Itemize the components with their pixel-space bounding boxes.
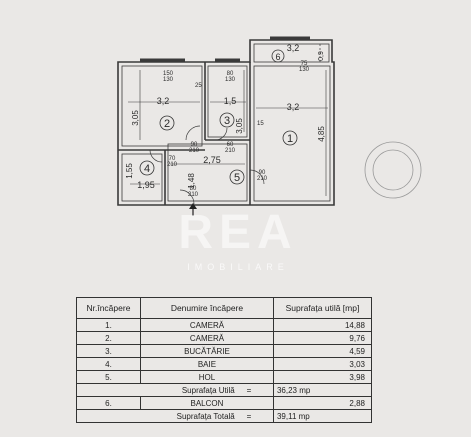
table-row: 3. BUCĂTĂRIE 4,59 bbox=[76, 344, 373, 358]
table-row: 5. HOL 3,98 bbox=[76, 370, 373, 384]
balcony-area: 2,88 bbox=[272, 396, 373, 410]
outer-wall bbox=[117, 39, 335, 206]
total-area-label-cell: Suprafața Totală = bbox=[76, 409, 274, 423]
dim-room3-width: 1,5 bbox=[224, 96, 237, 106]
floor-plan: 2 3 1 4 5 6 3,2 3,2 1,5 3,2 2,75 1,95 3,… bbox=[117, 36, 422, 216]
room-4-outline bbox=[121, 153, 163, 202]
balcony-name: BALCON bbox=[139, 396, 274, 410]
table-row: 4. BAIE 3,03 bbox=[76, 357, 373, 371]
row-name: BUCĂTĂRIE bbox=[139, 344, 274, 358]
balcony-nr: 6. bbox=[76, 396, 141, 410]
room-number-4: 4 bbox=[144, 163, 150, 175]
dim-balcony-width: 3,2 bbox=[287, 43, 300, 53]
room-1-outline bbox=[253, 65, 331, 202]
entrance-arrow-icon bbox=[189, 203, 197, 216]
room-number-6: 6 bbox=[275, 52, 280, 62]
row-nr: 5. bbox=[76, 370, 141, 384]
dim-room4-height: 1,55 bbox=[125, 163, 134, 179]
stamp bbox=[364, 141, 422, 199]
row-nr: 3. bbox=[76, 344, 141, 358]
rooms-table: Nr.încăpere Denumire încăpere Suprafața … bbox=[76, 297, 373, 423]
row-name: HOL bbox=[139, 370, 274, 384]
dim-room1-height: 4,85 bbox=[317, 126, 326, 142]
room-3-outline bbox=[207, 65, 248, 138]
util-area-row: Suprafața Utilă = 36,23 mp bbox=[76, 383, 373, 397]
room-6-outline bbox=[253, 43, 330, 63]
row-name: BAIE bbox=[139, 357, 274, 371]
room-number-5: 5 bbox=[234, 172, 240, 184]
room-number-1: 1 bbox=[287, 133, 293, 145]
util-area-eq: = bbox=[246, 385, 252, 395]
row-area: 3,03 bbox=[272, 357, 373, 371]
row-name: CAMERĂ bbox=[139, 331, 274, 345]
row-area: 9,76 bbox=[272, 331, 373, 345]
room-2-outline bbox=[121, 65, 203, 147]
watermark-subtitle: IMOBILIARE bbox=[187, 262, 289, 272]
table-header-row: Nr.încăpere Denumire încăpere Suprafața … bbox=[76, 297, 373, 319]
row-area: 4,59 bbox=[272, 344, 373, 358]
total-area-label: Suprafața Totală bbox=[176, 411, 235, 421]
dim-room2-height: 3,05 bbox=[131, 110, 140, 126]
total-area-eq: = bbox=[246, 411, 252, 421]
room-number-2: 2 bbox=[164, 118, 170, 130]
row-nr: 1. bbox=[76, 318, 141, 332]
dim-balcony-depth: 0,9 bbox=[318, 51, 325, 61]
header-area: Suprafața utilă [mp] bbox=[272, 297, 373, 319]
dim-room2-width: 3,2 bbox=[157, 96, 170, 106]
dim-hall-height: 1,48 bbox=[187, 173, 196, 189]
util-area-label: Suprafața Utilă bbox=[181, 385, 235, 395]
total-area-value: 39,11 mp bbox=[272, 409, 373, 423]
room-5-outline bbox=[167, 143, 248, 202]
row-nr: 2. bbox=[76, 331, 141, 345]
header-nr: Nr.încăpere bbox=[76, 297, 141, 319]
dim-room4-width: 1,95 bbox=[137, 180, 155, 190]
util-area-label-cell: Suprafața Utilă = bbox=[76, 383, 274, 397]
dim-small-25: 25 bbox=[195, 83, 202, 89]
table-row: 2. CAMERĂ 9,76 bbox=[76, 331, 373, 345]
row-area: 14,88 bbox=[272, 318, 373, 332]
table-row: 1. CAMERĂ 14,88 bbox=[76, 318, 373, 332]
balcony-row: 6. BALCON 2,88 bbox=[76, 396, 373, 410]
watermark-logo: REA bbox=[178, 206, 298, 259]
row-name: CAMERĂ bbox=[139, 318, 274, 332]
dim-hall-width: 2,75 bbox=[203, 155, 221, 165]
row-area: 3,98 bbox=[272, 370, 373, 384]
dim-small-15: 15 bbox=[257, 121, 264, 127]
room-number-3: 3 bbox=[224, 115, 230, 127]
header-name: Denumire încăpere bbox=[139, 297, 274, 319]
dim-room3-height: 3,05 bbox=[235, 118, 244, 134]
row-nr: 4. bbox=[76, 357, 141, 371]
dim-room1-width: 3,2 bbox=[287, 102, 300, 112]
util-area-value: 36,23 mp bbox=[272, 383, 373, 397]
total-area-row: Suprafața Totală = 39,11 mp bbox=[76, 409, 373, 423]
